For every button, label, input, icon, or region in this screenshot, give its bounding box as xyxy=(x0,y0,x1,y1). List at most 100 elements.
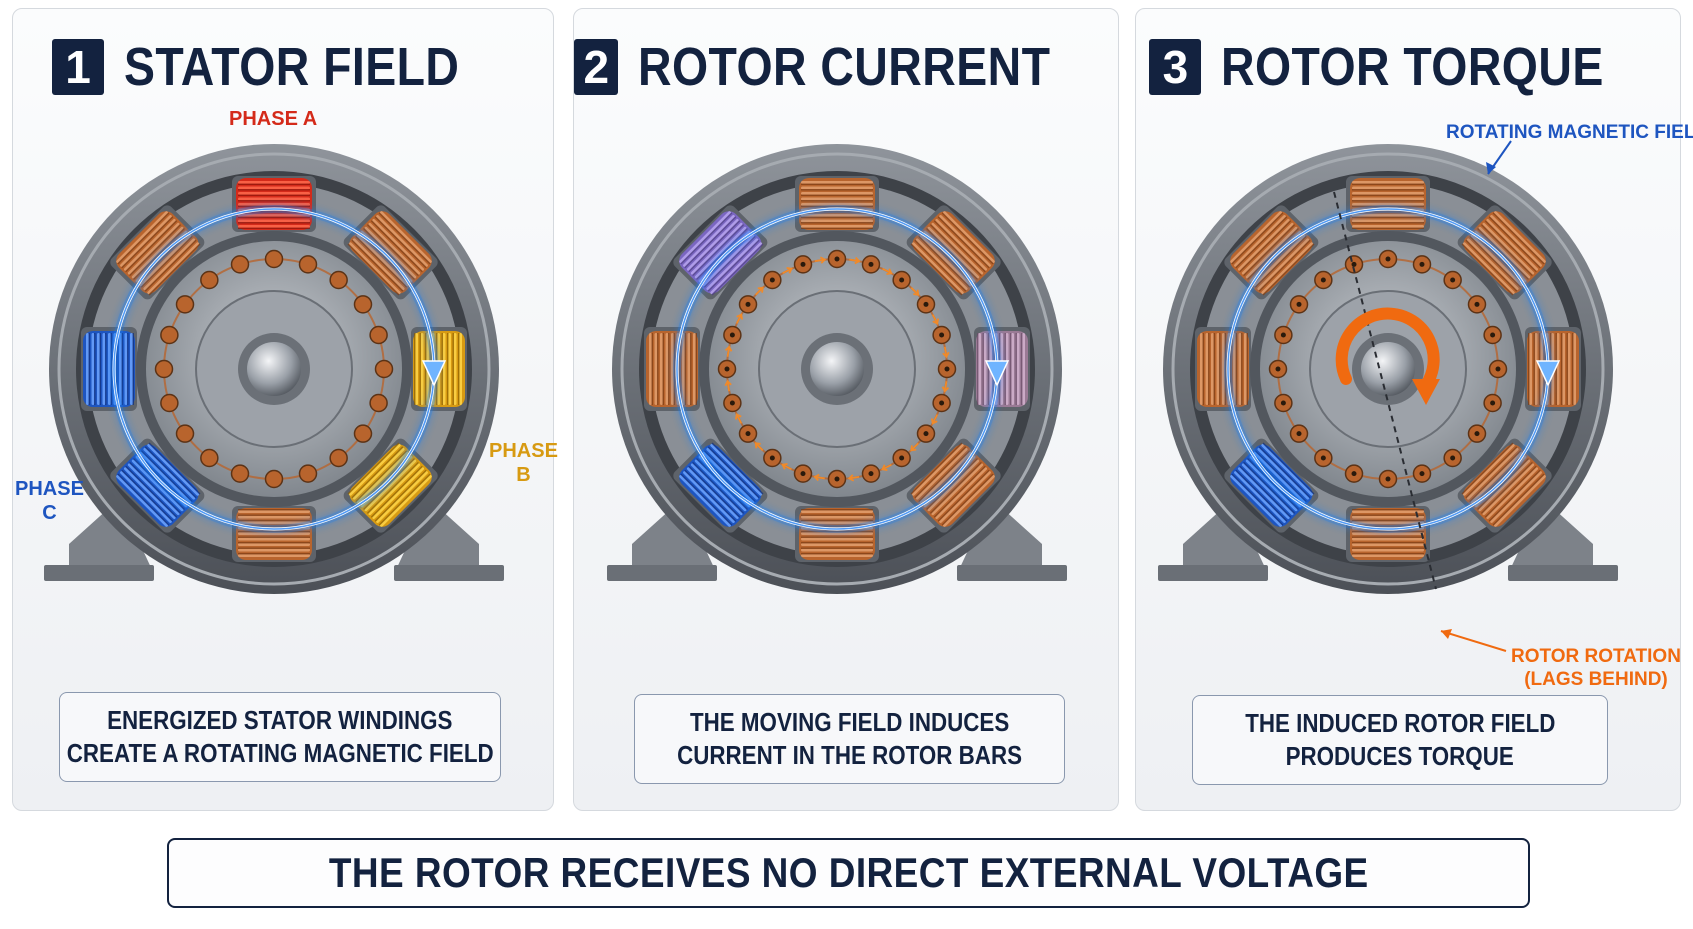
caption-line: PRODUCES TORQUE xyxy=(1285,741,1515,771)
stator-coil xyxy=(1457,438,1552,533)
current-dot xyxy=(939,400,945,406)
panel-stator-field: 1 STATOR FIELD PHASE A PHASE B PHASE C E… xyxy=(12,8,558,811)
caption-box: THE INDUCED ROTOR FIELD PRODUCES TORQUE xyxy=(1192,695,1608,785)
current-arrow xyxy=(754,442,764,451)
rotating-field-label: ROTATING MAGNETIC FIELD xyxy=(1446,122,1693,143)
current-dot xyxy=(745,431,751,437)
rotor-bar xyxy=(154,359,174,379)
stator-coil xyxy=(1346,176,1430,232)
rotor-bar xyxy=(230,464,250,483)
rotor-bar xyxy=(230,255,250,274)
rotor-bar xyxy=(353,424,373,443)
current-arrow xyxy=(734,413,743,424)
caption-line: CREATE A ROTATING MAGNETIC FIELD xyxy=(66,738,494,768)
stator-coil xyxy=(673,438,768,533)
rotor-bar xyxy=(298,464,318,483)
rotor-bar xyxy=(200,448,219,468)
rotation-pointer xyxy=(1440,630,1507,652)
rotor-bar xyxy=(369,325,388,345)
field-pointer-head xyxy=(1486,162,1496,174)
torque-arrow xyxy=(1335,307,1440,391)
current-arrow xyxy=(813,473,825,482)
step-number: 2 xyxy=(574,39,619,95)
motor-illustration xyxy=(1158,140,1618,652)
current-dot xyxy=(868,471,874,477)
rotor-bar xyxy=(160,393,179,413)
current-dot xyxy=(1490,400,1496,406)
current-dot xyxy=(1280,332,1286,338)
current-dot xyxy=(1450,277,1456,283)
current-dot xyxy=(1385,476,1391,482)
current-arrow xyxy=(942,346,950,359)
rotor-bar xyxy=(298,255,318,274)
current-dot xyxy=(939,332,945,338)
current-dot xyxy=(1280,400,1286,406)
current-arrow xyxy=(755,286,764,296)
phase-c-label: PHASE C xyxy=(15,477,84,525)
current-dot xyxy=(899,277,905,283)
rotor-rotation-label: ROTOR ROTATION (LAGS BEHIND) xyxy=(1511,645,1681,691)
current-arrow xyxy=(849,256,861,265)
current-dot xyxy=(724,366,730,372)
current-dot xyxy=(1450,455,1456,461)
title-text: STATOR FIELD xyxy=(124,37,460,97)
current-arrow xyxy=(735,313,744,324)
phase-c-line1: PHASE xyxy=(15,478,84,500)
panel-title: 2 ROTOR CURRENT xyxy=(574,37,1118,97)
current-dot xyxy=(1474,431,1480,437)
field-arrow xyxy=(984,360,1010,387)
current-arrow xyxy=(814,256,827,264)
current-dot xyxy=(769,277,775,283)
current-dot xyxy=(1474,301,1480,307)
phase-c-line2: C xyxy=(42,502,57,524)
banner-text: THE ROTOR RECEIVES NO DIRECT EXTERNAL VO… xyxy=(328,849,1369,896)
current-dot xyxy=(1351,261,1357,267)
stator-coil xyxy=(110,205,205,300)
current-arrow xyxy=(847,474,860,482)
current-dot xyxy=(834,476,840,482)
foot-base xyxy=(1508,565,1618,581)
current-arrow xyxy=(724,379,732,392)
motor-illustration xyxy=(44,144,504,594)
current-arrow xyxy=(910,442,919,452)
current-dot xyxy=(1275,366,1281,372)
motor-illustration xyxy=(607,144,1067,594)
rotor-rotation-line1: ROTOR ROTATION xyxy=(1511,646,1681,667)
stator-coil xyxy=(232,506,316,562)
motor-foot xyxy=(632,499,717,574)
motor-foot xyxy=(1508,499,1593,574)
foot-base xyxy=(1158,565,1268,581)
stator-coil xyxy=(232,176,316,232)
current-dot xyxy=(1351,471,1357,477)
summary-banner: THE ROTOR RECEIVES NO DIRECT EXTERNAL VO… xyxy=(167,838,1530,908)
rotor-bar xyxy=(329,448,348,468)
motor-foot xyxy=(1183,499,1268,574)
panel-title: 1 STATOR FIELD xyxy=(13,37,553,97)
current-arrow xyxy=(930,414,939,425)
current-arrow xyxy=(781,462,792,471)
current-dot xyxy=(800,261,806,267)
current-dot xyxy=(1490,332,1496,338)
phase-a-label: PHASE A xyxy=(229,108,318,130)
current-dot xyxy=(834,256,840,262)
current-dot xyxy=(1320,277,1326,283)
rotor-bar xyxy=(160,325,179,345)
caption-line: CURRENT IN THE ROTOR BARS xyxy=(677,740,1022,770)
motor-foot xyxy=(394,499,479,574)
phase-b-label: PHASE B xyxy=(489,439,558,487)
rotor-bar xyxy=(264,469,284,489)
rotor-bar xyxy=(175,295,195,314)
current-dot xyxy=(1385,256,1391,262)
stator-coil xyxy=(795,506,879,562)
stator-coil xyxy=(1195,327,1251,411)
step-number: 3 xyxy=(1149,39,1202,95)
frame-ring xyxy=(57,152,491,586)
current-dot xyxy=(1320,455,1326,461)
rotor-bar xyxy=(175,424,195,443)
stator-coil xyxy=(81,327,137,411)
current-dot xyxy=(899,455,905,461)
torque-arrowhead xyxy=(1412,379,1440,405)
panel-rotor-current: 2 ROTOR CURRENT THE MOVING FIELD INDUCES… xyxy=(573,8,1119,811)
foot-base xyxy=(394,565,504,581)
shaft xyxy=(247,342,301,396)
